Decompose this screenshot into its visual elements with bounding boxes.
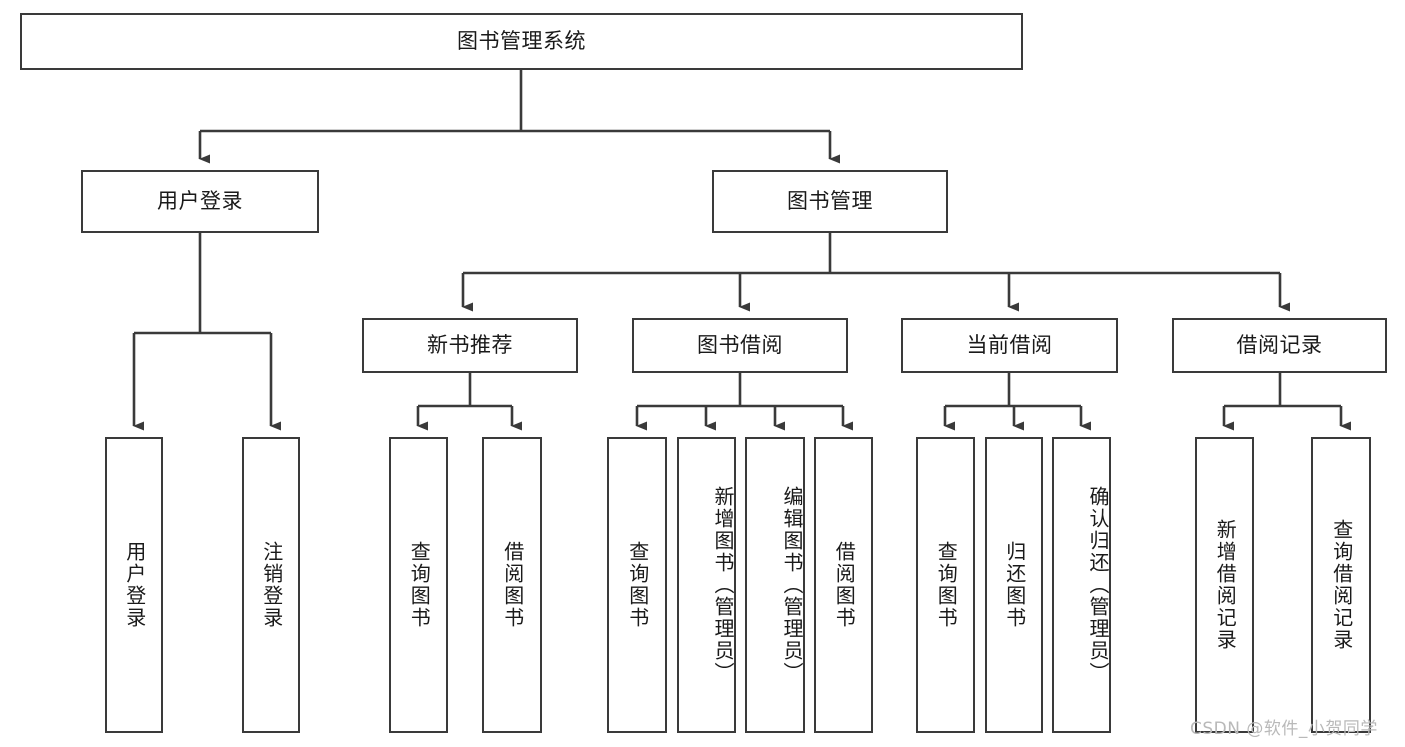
node-current-borrow[interactable]: 当前借阅 [901,318,1118,373]
node-root-system-label: 图书管理系统 [457,29,586,54]
node-leaf-query-book-borrow-label: 查询图书 [625,541,650,629]
node-leaf-confirm-return-label: 确认归还（管理员） [1086,486,1110,684]
node-leaf-borrow-book-new-label: 借阅图书 [500,541,525,629]
node-book-manage[interactable]: 图书管理 [712,170,948,233]
node-borrow-record[interactable]: 借阅记录 [1172,318,1387,373]
node-leaf-user-login[interactable]: 用户登录 [105,437,163,733]
csdn-watermark-label: CSDN @软件_小贺同学 [1190,719,1378,739]
node-leaf-borrow-book-new[interactable]: 借阅图书 [482,437,542,733]
node-leaf-query-book-cur-label: 查询图书 [934,541,959,629]
node-leaf-logout[interactable]: 注销登录 [242,437,300,733]
node-book-borrow-label: 图书借阅 [697,333,783,358]
node-leaf-confirm-return[interactable]: 确认归还（管理员） [1052,437,1111,733]
node-leaf-query-book-new-label: 查询图书 [407,541,432,629]
node-leaf-query-record[interactable]: 查询借阅记录 [1311,437,1371,733]
node-leaf-add-record[interactable]: 新增借阅记录 [1195,437,1254,733]
node-new-book-rec-label: 新书推荐 [427,333,513,358]
node-user-login[interactable]: 用户登录 [81,170,319,233]
node-user-login-label: 用户登录 [157,189,243,214]
node-book-borrow[interactable]: 图书借阅 [632,318,848,373]
node-leaf-query-book-borrow[interactable]: 查询图书 [607,437,667,733]
node-leaf-query-book-cur[interactable]: 查询图书 [916,437,975,733]
node-leaf-borrow-book[interactable]: 借阅图书 [814,437,873,733]
node-leaf-add-book-label: 新增图书（管理员） [711,486,735,684]
csdn-watermark: CSDN @软件_小贺同学 [1190,714,1378,739]
node-leaf-query-book-new[interactable]: 查询图书 [389,437,448,733]
node-leaf-query-record-label: 查询借阅记录 [1329,519,1354,651]
node-root-system[interactable]: 图书管理系统 [20,13,1023,70]
node-leaf-add-record-label: 新增借阅记录 [1213,519,1238,651]
node-new-book-rec[interactable]: 新书推荐 [362,318,578,373]
node-current-borrow-label: 当前借阅 [966,333,1053,358]
node-leaf-logout-label: 注销登录 [259,541,284,629]
node-leaf-return-book[interactable]: 归还图书 [985,437,1043,733]
node-book-manage-label: 图书管理 [787,189,873,214]
node-leaf-borrow-book-label: 借阅图书 [832,541,857,629]
node-leaf-edit-book[interactable]: 编辑图书（管理员） [745,437,805,733]
node-borrow-record-label: 借阅记录 [1236,333,1323,358]
node-leaf-user-login-label: 用户登录 [122,541,147,629]
node-leaf-return-book-label: 归还图书 [1002,541,1027,629]
node-leaf-add-book[interactable]: 新增图书（管理员） [677,437,736,733]
node-leaf-edit-book-label: 编辑图书（管理员） [780,486,804,684]
